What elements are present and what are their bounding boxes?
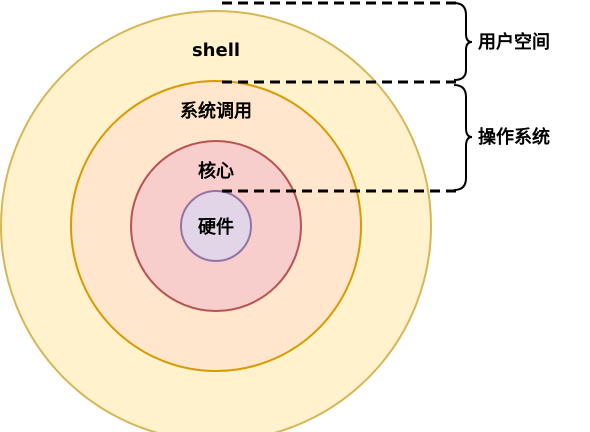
hardware-label: 硬件	[198, 216, 234, 238]
syscall-label: 系统调用	[180, 100, 252, 122]
user-space-label: 用户空间	[478, 31, 550, 53]
os-label: 操作系统	[478, 126, 550, 148]
hardware-layer-circle	[180, 190, 252, 262]
user-space-brace	[453, 2, 473, 81]
shell-label: shell	[192, 40, 240, 61]
os-brace	[453, 84, 473, 191]
kernel-label: 核心	[198, 160, 234, 182]
